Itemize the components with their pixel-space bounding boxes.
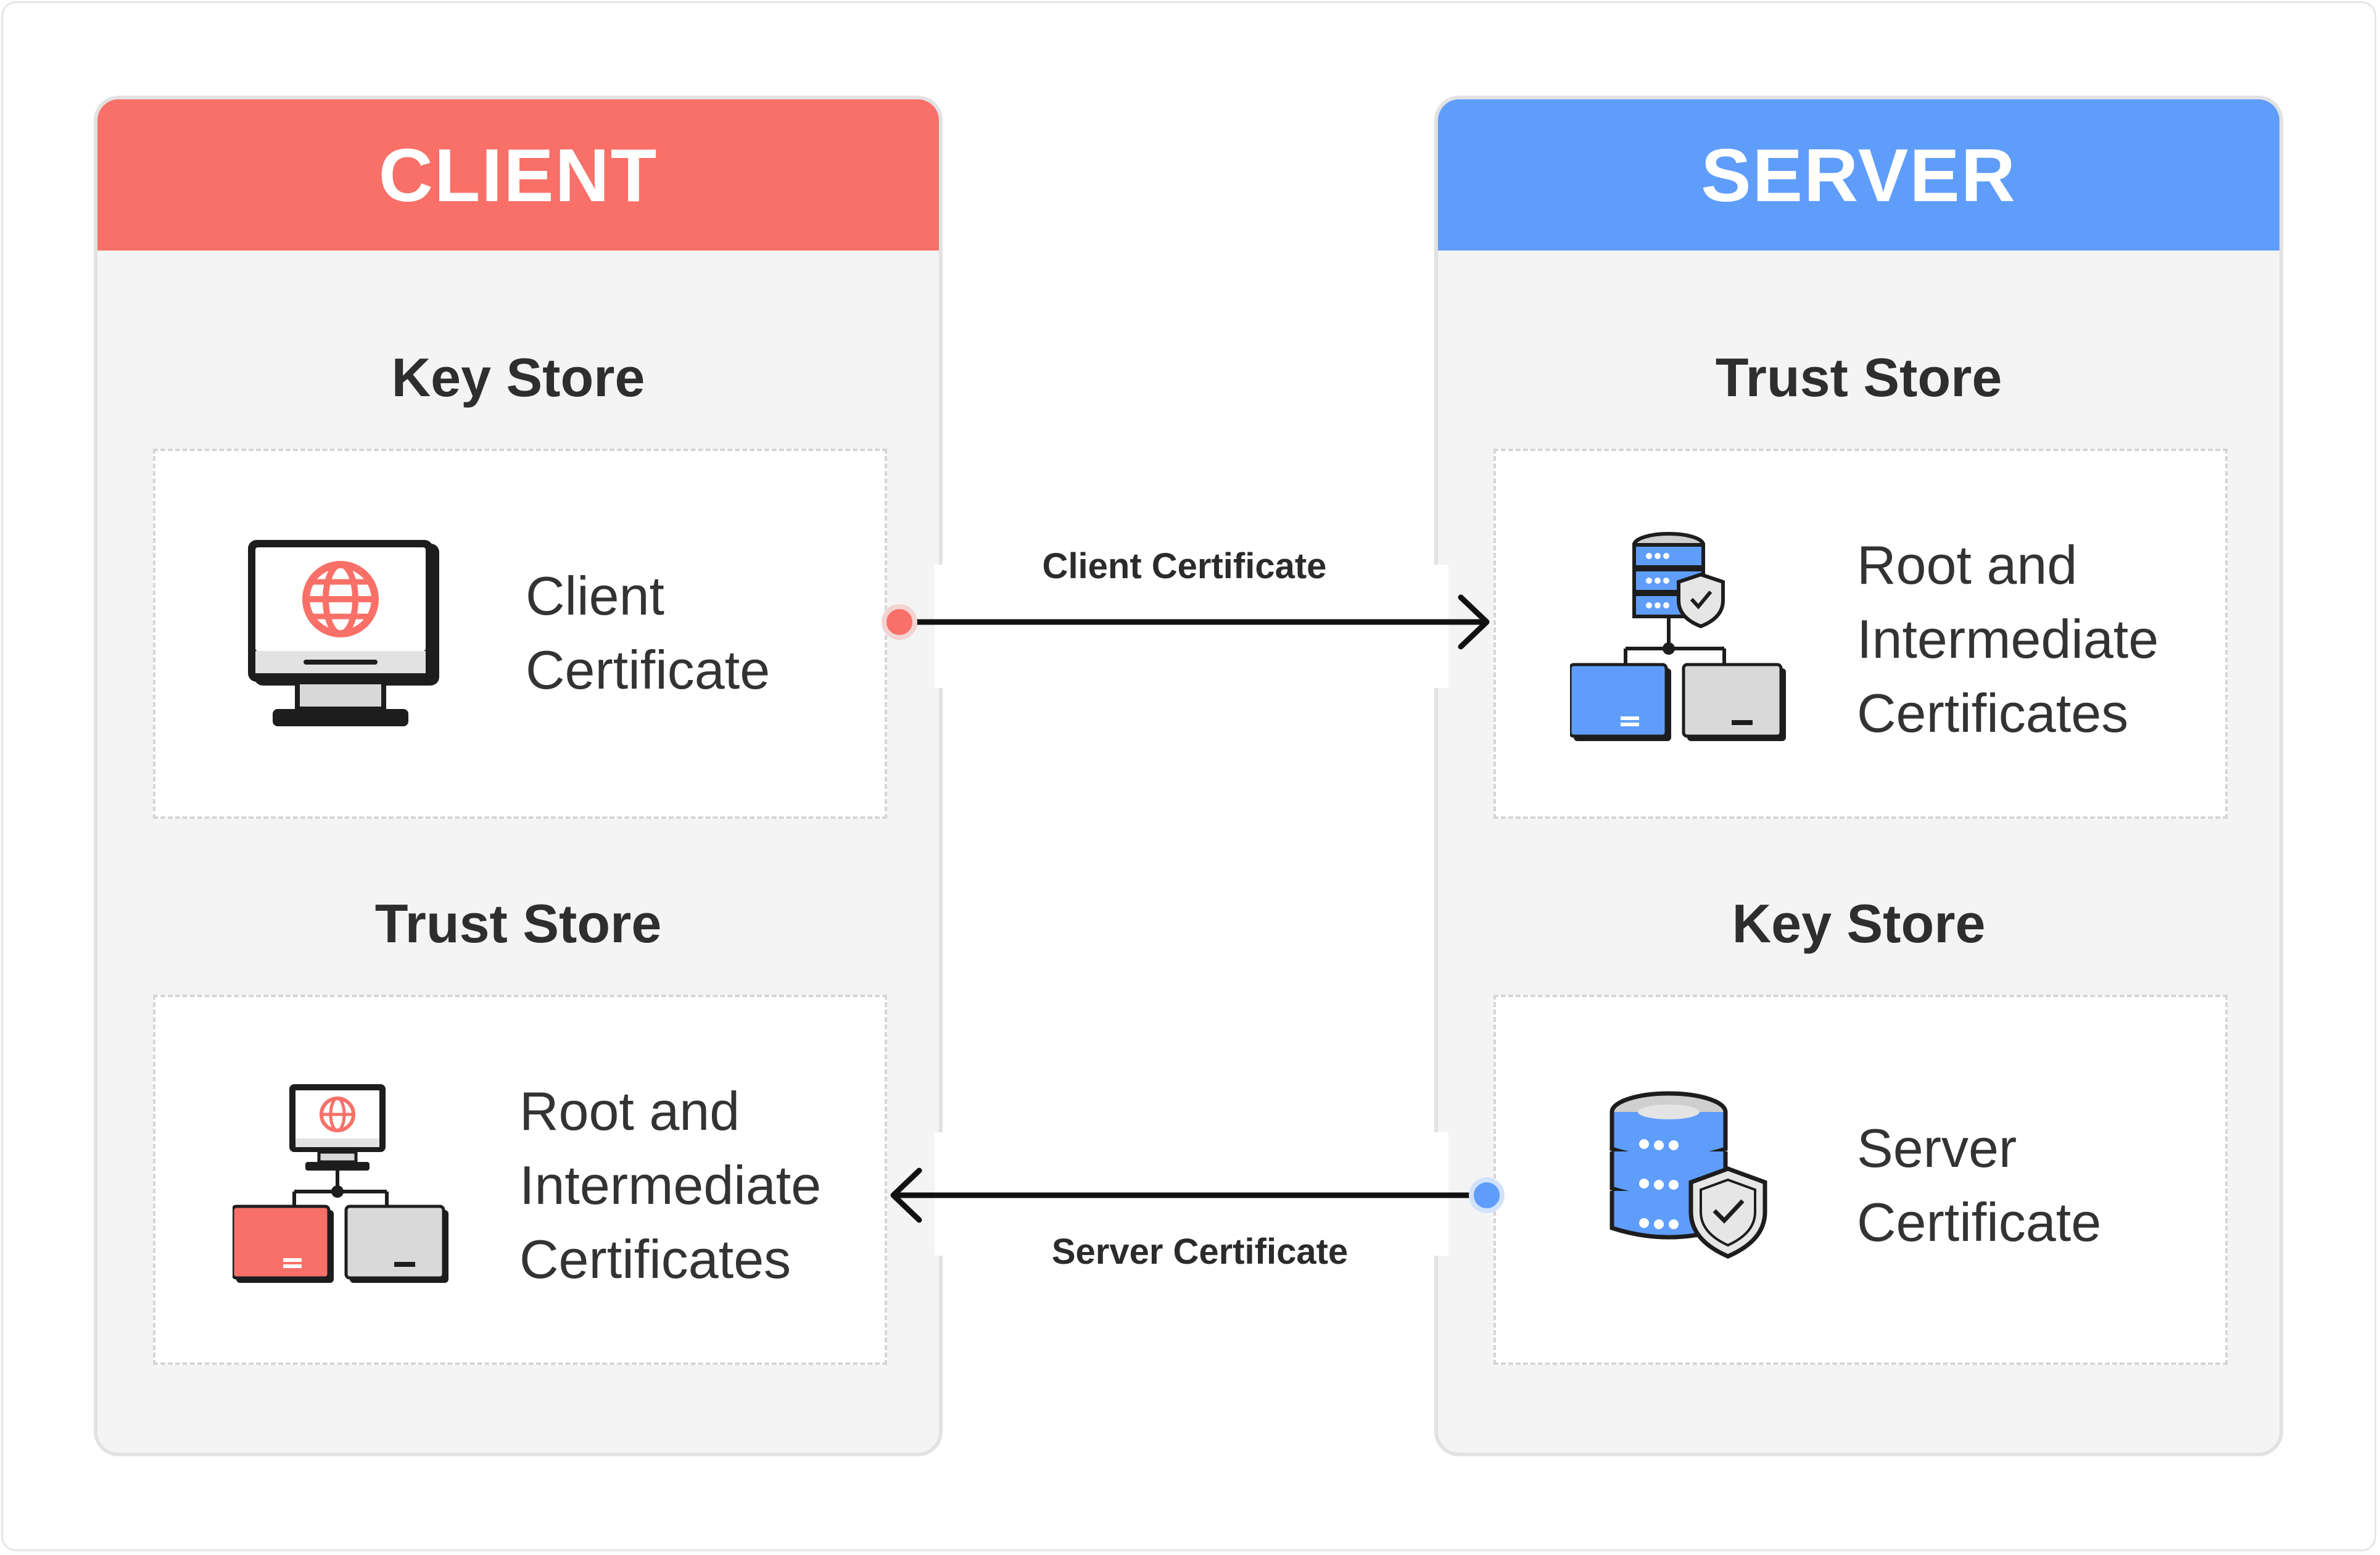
border-gap <box>935 565 953 688</box>
server-key-store-label: Server Certificate <box>1857 1111 2101 1259</box>
label-line: Root and <box>519 1080 740 1142</box>
client-key-store-card: Client Certificate <box>153 449 887 819</box>
server-certificate-label: Server Certificate <box>1051 1232 1349 1272</box>
client-title: CLIENT <box>378 133 658 217</box>
server-trust-store-label: Root and Intermediate Certificates <box>1857 528 2159 750</box>
client-certificate-start-dot <box>882 604 917 640</box>
client-trust-store-card: Root and Intermediate Certificates <box>153 995 887 1365</box>
label-line: Certificates <box>1857 682 2129 744</box>
server-trust-store-title: Trust Store <box>1715 347 2002 408</box>
server-panel: SERVER Trust Store <box>1434 96 2283 1456</box>
server-trust-store-card: Root and Intermediate Certificates <box>1494 449 2228 819</box>
certificate-hierarchy-icon <box>233 1084 448 1283</box>
server-header: SERVER <box>1438 99 2279 251</box>
client-header: CLIENT <box>97 99 939 251</box>
label-line: Certificate <box>1857 1192 2102 1253</box>
arrowhead-left-icon <box>890 1167 922 1223</box>
server-key-store-card: Server Certificate <box>1494 995 2228 1365</box>
server-certificate-start-dot <box>1469 1177 1505 1213</box>
border-gap <box>1430 565 1448 688</box>
client-certificate-label: Client Certificate <box>1042 546 1327 586</box>
client-panel: CLIENT Key Store Client Certificate Trus… <box>94 96 943 1456</box>
server-key-store-title: Key Store <box>1732 893 1986 954</box>
database-shield-icon <box>1609 1091 1767 1259</box>
label-line: Server <box>1857 1118 2017 1179</box>
client-trust-store-label: Root and Intermediate Certificates <box>519 1074 821 1296</box>
client-trust-store-title: Trust Store <box>374 893 662 954</box>
database-hierarchy-icon <box>1570 532 1786 741</box>
monitor-globe-icon <box>248 540 439 726</box>
label-line: Intermediate <box>1857 608 2159 670</box>
label-line: Root and <box>1857 534 2078 595</box>
label-line: Intermediate <box>519 1155 822 1216</box>
client-key-store-label: Client Certificate <box>526 559 770 707</box>
label-line: Certificates <box>519 1229 791 1290</box>
arrowhead-right-icon <box>1458 594 1490 650</box>
label-line: Client <box>526 565 664 626</box>
label-line: Certificate <box>526 639 771 700</box>
client-key-store-title: Key Store <box>391 347 645 408</box>
server-title: SERVER <box>1701 133 2017 217</box>
